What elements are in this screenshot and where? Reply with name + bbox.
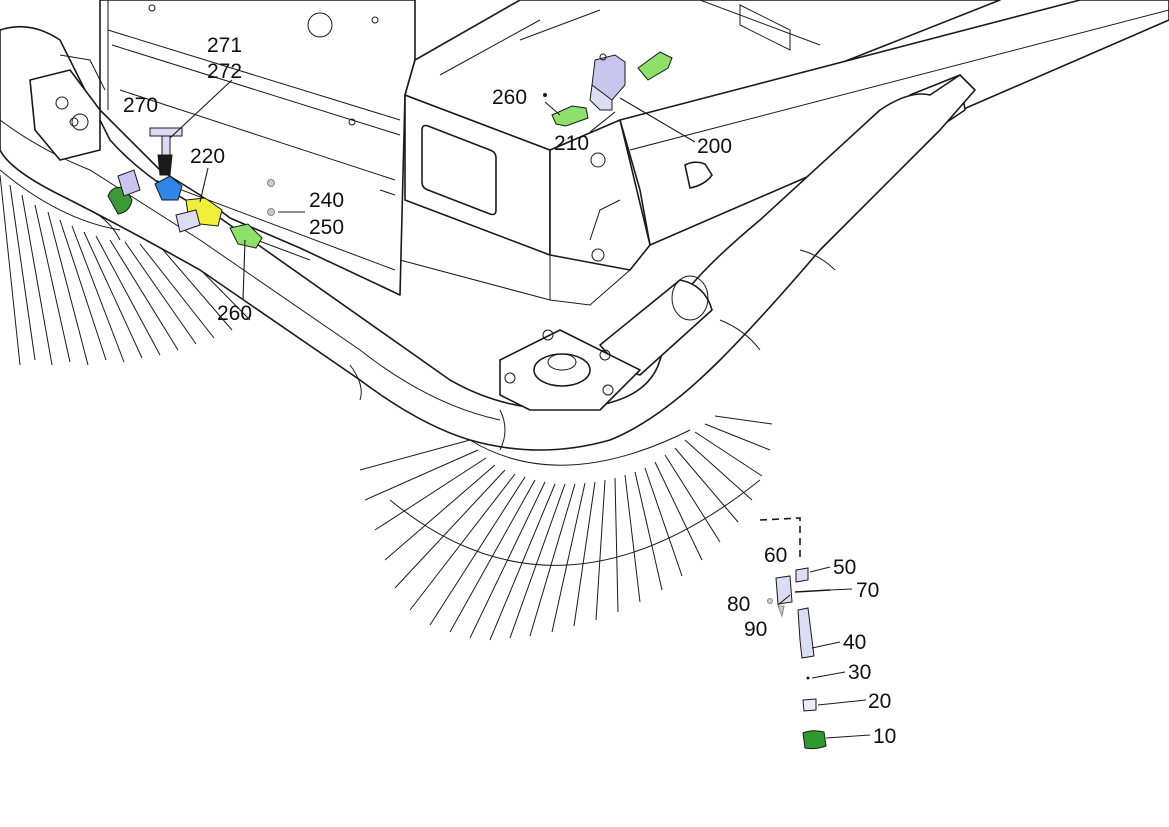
nozzle-assembly xyxy=(767,567,831,750)
callout-240: 240 xyxy=(309,189,344,212)
callout-272: 272 xyxy=(207,60,242,83)
green-fitting-260-top-right xyxy=(637,51,673,81)
green-elbow xyxy=(107,169,141,215)
callout-260-top: 260 xyxy=(492,86,527,109)
green-fitting-260-left xyxy=(229,223,263,249)
green-fitting-260-top xyxy=(551,105,589,127)
blue-connector xyxy=(154,175,183,201)
callout-40: 40 xyxy=(843,631,866,654)
leader-lines xyxy=(169,79,871,739)
callout-labels: 271 272 270 220 240 250 260 260 210 200 … xyxy=(123,34,896,748)
part-20 xyxy=(802,698,817,712)
part-10 xyxy=(802,730,827,750)
washer-240 xyxy=(267,179,275,187)
pale-elbow xyxy=(175,209,201,233)
dashed-leader xyxy=(759,517,801,560)
washer-250 xyxy=(267,208,275,216)
callout-70: 70 xyxy=(856,579,879,602)
callout-200: 200 xyxy=(697,135,732,158)
part-70 xyxy=(794,589,831,593)
part-90 xyxy=(777,605,785,618)
callout-220: 220 xyxy=(190,145,225,168)
part-50 xyxy=(795,567,809,583)
callout-260-left: 260 xyxy=(217,302,252,325)
part-40 xyxy=(797,607,815,659)
callout-50: 50 xyxy=(833,556,856,579)
part-30 xyxy=(806,676,810,680)
callout-271: 271 xyxy=(207,34,242,57)
callout-250: 250 xyxy=(309,216,344,239)
right-side-brush xyxy=(359,415,773,641)
solenoid-valve-200 xyxy=(589,53,626,111)
left-brush-mount xyxy=(29,54,106,161)
callout-210: 210 xyxy=(554,132,589,155)
callout-20: 20 xyxy=(868,690,891,713)
callout-60: 60 xyxy=(764,544,787,567)
callout-10: 10 xyxy=(873,725,896,748)
callout-270: 270 xyxy=(123,94,158,117)
part-80 xyxy=(767,598,773,604)
callout-30: 30 xyxy=(848,661,871,684)
callout-80: 80 xyxy=(727,593,750,616)
bumper-tube xyxy=(0,25,976,451)
callout-90: 90 xyxy=(744,618,767,641)
brush-mount xyxy=(499,329,641,411)
